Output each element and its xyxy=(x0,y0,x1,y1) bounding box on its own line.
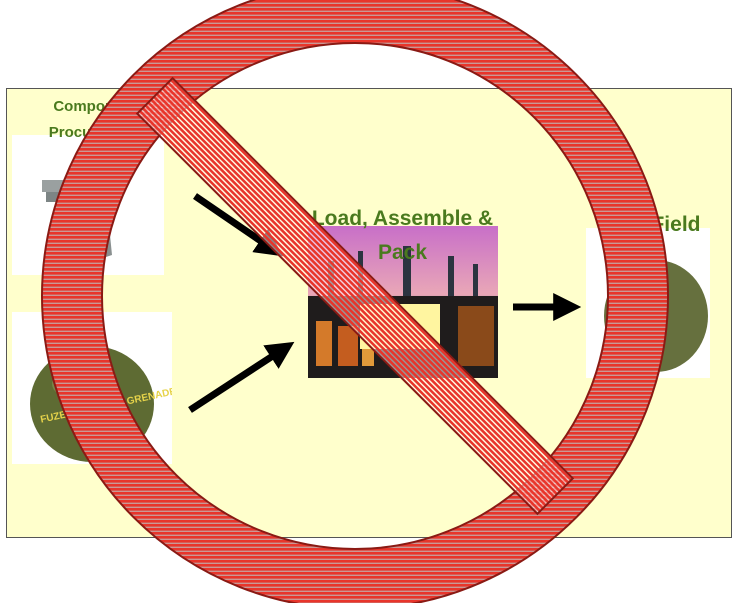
field-label: Field xyxy=(651,213,701,236)
load-assemble-pack-label: Load, Assemble & Pack xyxy=(311,207,494,264)
arrow-icon xyxy=(193,193,284,257)
arrow-icon xyxy=(188,341,295,413)
